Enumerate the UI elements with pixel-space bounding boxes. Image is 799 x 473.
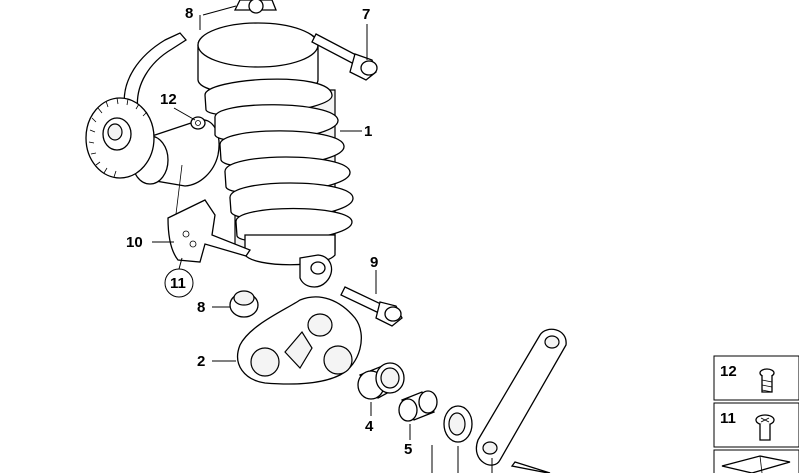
adjuster-knob-icon: [85, 97, 155, 179]
tie-rod-part: [475, 328, 567, 473]
callout-5: 5: [404, 441, 412, 458]
callout-8-top: 8: [185, 5, 193, 22]
legend-item-11: 11: [713, 402, 799, 448]
bolt-head-icon: [755, 414, 775, 441]
callout-2: 2: [197, 353, 205, 370]
legend-item-12: 12: [713, 355, 799, 401]
bolt-part-7: [311, 33, 378, 81]
spring-strut-part-1: [197, 0, 354, 288]
callout-9: 9: [370, 254, 378, 271]
bolt-part-9: [340, 286, 403, 327]
callout-12: 12: [160, 91, 177, 108]
screw-icon: [759, 368, 775, 393]
callout-10: 10: [126, 234, 143, 251]
callout-11-circled: 11: [170, 275, 186, 292]
rocker-link-part-2: [237, 296, 362, 385]
callouts: 8 7 12 1 10 11 9 8 2 4 5: [126, 5, 493, 473]
bracket-part-10: [167, 164, 251, 263]
washer-part: [443, 405, 473, 443]
callout-7: 7: [362, 6, 370, 23]
bush-part-8: [229, 290, 259, 318]
legend-number-12: 12: [720, 363, 737, 380]
legend-item-bracket: [713, 449, 799, 473]
callout-1: 1: [364, 123, 372, 140]
callout-4: 4: [365, 418, 374, 435]
callout-8-mid: 8: [197, 299, 205, 316]
side-legend: 12 11: [713, 355, 799, 473]
preload-adjuster-assembly: [85, 32, 220, 187]
bearing-part-4: [357, 362, 405, 400]
legend-number-11: 11: [720, 410, 736, 427]
bracket-icon: [721, 455, 791, 473]
sleeve-part-5: [398, 390, 438, 422]
